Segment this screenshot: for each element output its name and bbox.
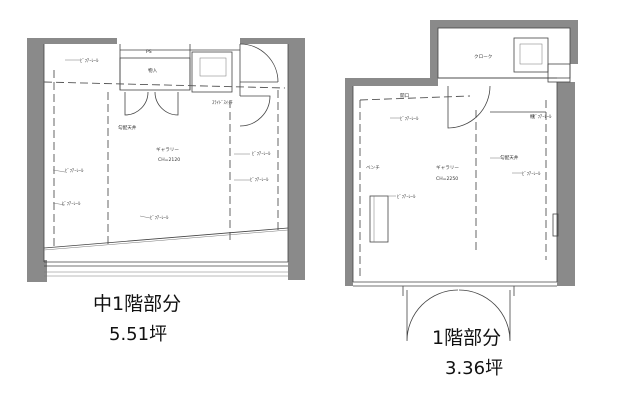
ground-label-opening: 開口 (400, 93, 410, 99)
ground-label-closet: クローク (474, 54, 492, 60)
mezzanine-ps-box (191, 51, 233, 93)
ground-bench (369, 195, 389, 243)
ground-closet-door (447, 85, 491, 129)
ground-wall-closet-right (570, 20, 578, 64)
mezz-label-ac-top: ﾋﾞﾌｱｰﾚｰﾙ (80, 57, 99, 64)
ground-label-ceiling-line: 勾配天井 (500, 154, 519, 161)
mezzanine-wall-bottom-right (288, 258, 305, 280)
ground-closet-box (437, 27, 571, 79)
ground-dash-top (359, 95, 471, 101)
ground-label-bench: ベンチ (366, 165, 380, 171)
mezzanine-wall-right (288, 38, 305, 276)
ground-plan: クローク 開口 ﾋﾞﾌｱｰﾚｰﾙ 棚 勾配天井 ベンチ ギャラリー CH=225… (345, 20, 578, 342)
ground-label-gallery: ギャラリー (436, 165, 459, 171)
mezzanine-wall-left (27, 38, 44, 266)
ground-wall-closet-top (430, 20, 578, 28)
ground-label-spot-3: ﾋﾞﾌｱｰﾚｰﾙ (397, 193, 416, 200)
ground-label-ch: CH=2250 (436, 176, 458, 182)
ground-label-spot-4: ﾋﾞﾌｱｰﾚｰﾙ (533, 113, 552, 120)
ground-wall-closet-left (430, 20, 438, 78)
mezz-label-spot-right-1: ﾋﾞﾌｱｰﾚｰﾙ (252, 150, 271, 157)
mezz-label-spot-left-2: ﾋﾞﾌｱｰﾚｰﾙ (62, 200, 81, 207)
mezz-label-storage: 物入 (148, 67, 158, 74)
ground-area: 3.36坪 (445, 358, 503, 379)
mezz-label-ch: CH=2120 (158, 157, 180, 163)
mezz-label-spot-right-2: ﾋﾞﾌｱｰﾚｰﾙ (250, 176, 269, 183)
mezz-label-spot-left-1: ﾋﾞﾌｱｰﾚｰﾙ (65, 167, 84, 174)
ground-entrance-door (406, 289, 459, 342)
ground-label-spot-1: ﾋﾞﾌｱｰﾚｰﾙ (400, 115, 419, 122)
mezzanine-slope-line (43, 227, 289, 249)
mezzanine-wall-top-right (240, 38, 305, 44)
mezz-label-ceiling-line: 勾配天井 (118, 124, 137, 131)
mezzanine-right-door (239, 95, 271, 127)
mezz-label-rail-note: ｽﾗｲﾄﾞｽｲｯﾁ (212, 99, 233, 106)
mezz-label-gallery: ギャラリー (156, 147, 179, 153)
mezzanine-area: 5.51坪 (109, 324, 167, 345)
ground-wall-right (557, 82, 575, 286)
ground-title: 1階部分 (432, 327, 501, 349)
mezzanine-plan: ﾋﾞﾌｱｰﾚｰﾙ 物入 PS ｽﾗｲﾄﾞｽｲｯﾁ 勾配天井 ギャラリー CH=2… (27, 38, 305, 282)
mezz-label-spot-bottom: ﾋﾞﾌｱｰﾚｰﾙ (150, 214, 169, 221)
mezzanine-wall-bottom-left (27, 260, 47, 282)
ground-wall-top-left (345, 78, 438, 86)
mezzanine-door-swing (124, 91, 149, 116)
mezzanine-title: 中1階部分 (93, 293, 181, 315)
ground-label-spot-2: ﾋﾞﾌｱｰﾚｰﾙ (522, 170, 541, 177)
mezz-label-ps: PS (146, 49, 152, 55)
mezzanine-wall-top-left (27, 38, 117, 44)
ground-label-shelf: 棚 (530, 113, 535, 120)
mezzanine-dash-top (43, 81, 286, 89)
ground-wall-left (345, 78, 353, 286)
